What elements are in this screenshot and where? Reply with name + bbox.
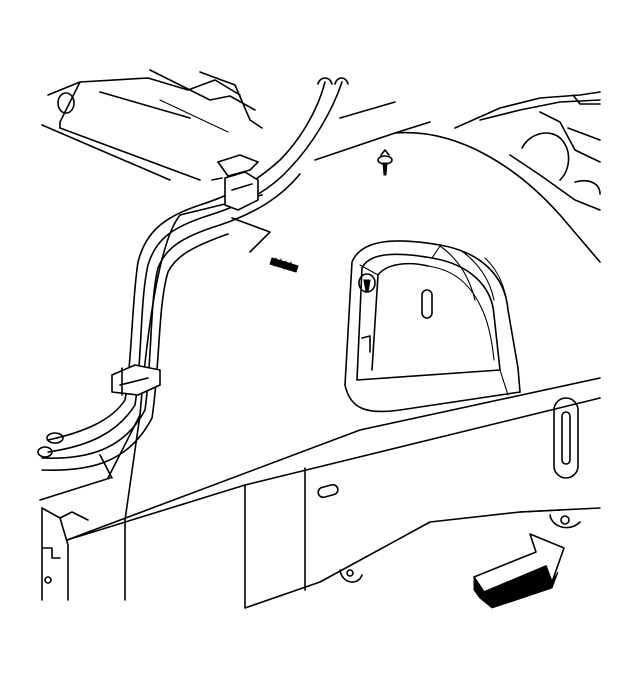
- line-retainer-clip-upper: [211, 154, 259, 211]
- brake-lines: [37, 77, 349, 471]
- line-retainer-clip-lower: [111, 364, 161, 396]
- wheelhouse-opening: [344, 240, 521, 413]
- fastener-bolt: [231, 217, 299, 273]
- vehicle-body-panel: [99, 121, 601, 521]
- lower-frame-rail: [66, 377, 601, 609]
- upper-background-structure: [41, 69, 263, 181]
- front-direction-arrow: [473, 533, 565, 609]
- push-pin: [377, 149, 393, 176]
- rear-frame-section: [39, 477, 126, 601]
- upper-right-structure: [339, 91, 601, 211]
